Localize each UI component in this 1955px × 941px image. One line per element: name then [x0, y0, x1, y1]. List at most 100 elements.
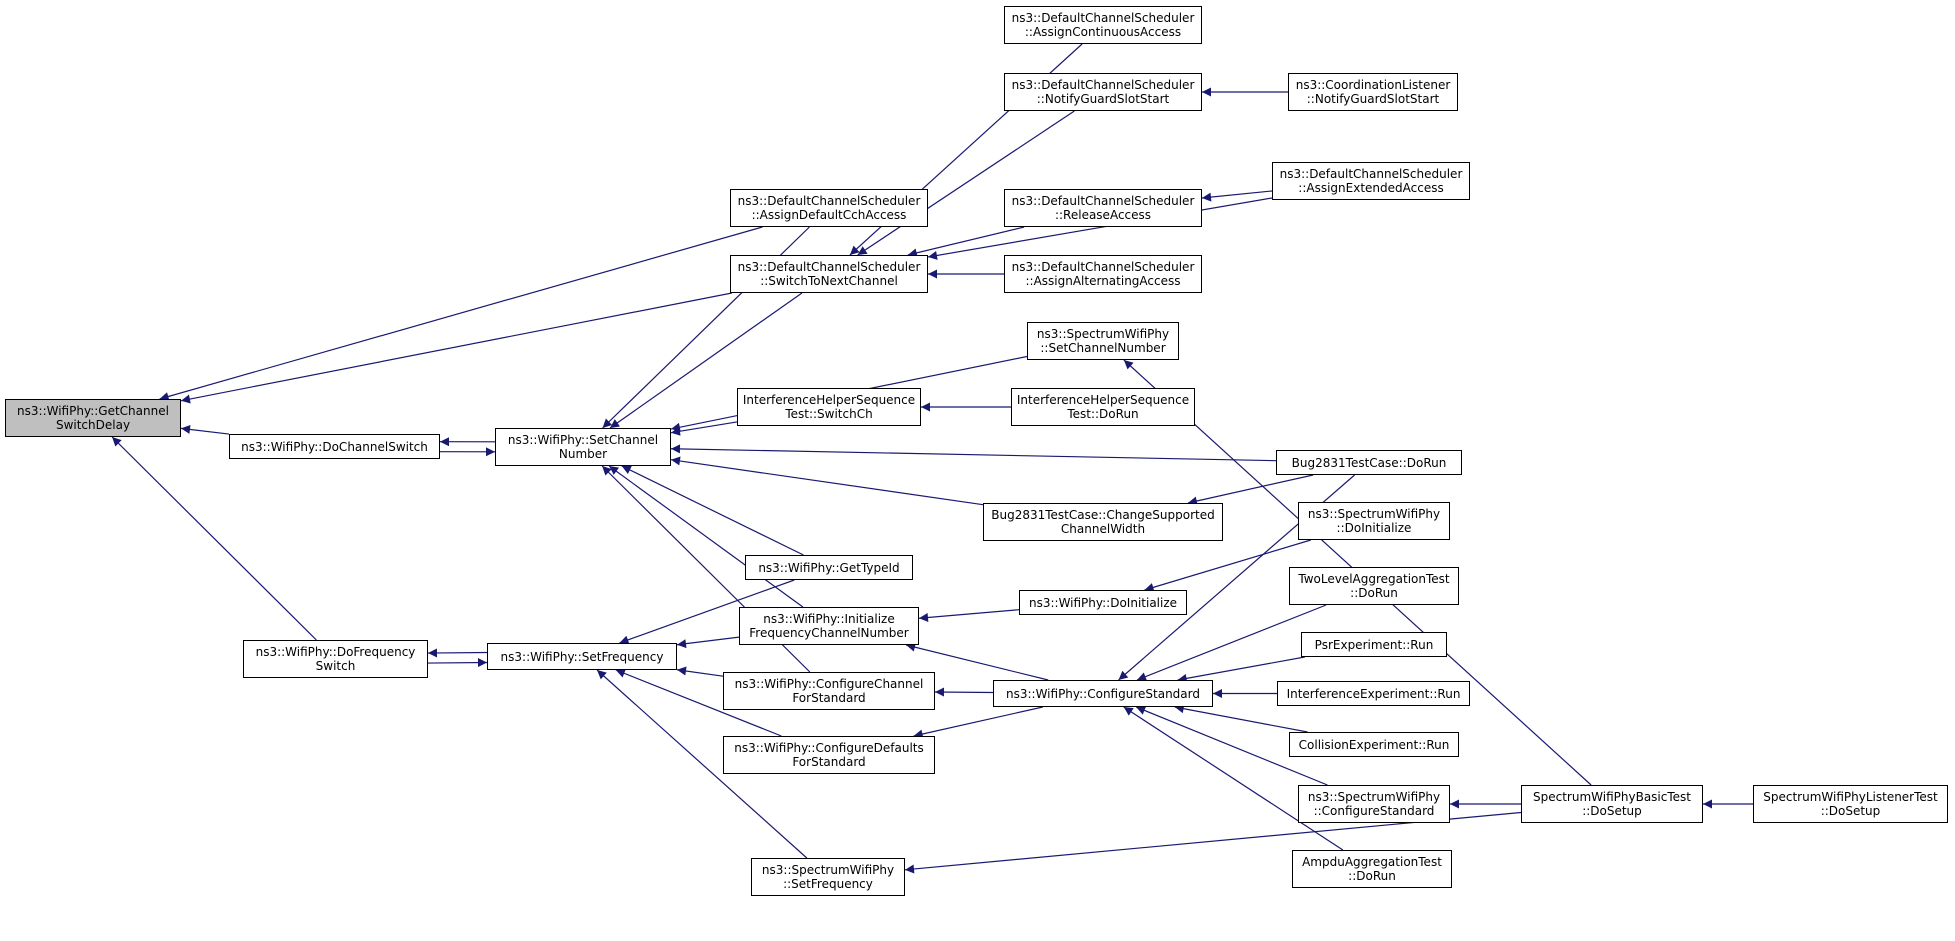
node-interferencedorun[interactable]: InterferenceHelperSequence Test::DoRun [1011, 388, 1195, 426]
node-label-line2: ChannelWidth [1060, 522, 1146, 536]
edge-switchtonextchannel-to-setchannelnumber [609, 292, 803, 429]
node-label-line2: ::SwitchToNextChannel [760, 274, 898, 288]
node-label-line2: ForStandard [792, 691, 866, 705]
node-label-line1: ns3::WifiPhy::ConfigureChannel [734, 677, 924, 691]
node-label-line1: InterferenceHelperSequence [742, 393, 916, 407]
node-wifidoinitialize[interactable]: ns3::WifiPhy::DoInitialize [1019, 590, 1187, 615]
edge-assigndefaultcchaccess-to-getchannelswitchdelay [159, 226, 763, 401]
node-assigndefaultcchaccess[interactable]: ns3::DefaultChannelScheduler ::AssignDef… [730, 189, 928, 227]
node-label-line1: SpectrumWifiPhyListenerTest [1763, 790, 1938, 804]
node-ampduagg[interactable]: AmpduAggregationTest ::DoRun [1292, 850, 1452, 888]
edge-assignextendedaccess-to-switchtonextchannel [927, 197, 1273, 260]
node-notifyguardslotstart[interactable]: ns3::DefaultChannelScheduler ::NotifyGua… [1004, 73, 1202, 111]
node-assigncontinuousaccess[interactable]: ns3::DefaultChannelScheduler ::AssignCon… [1004, 6, 1202, 44]
edge-wifidoinitialize-to-initializefreqchannel [918, 609, 1020, 622]
node-label-line1: ns3::SpectrumWifiPhy [761, 863, 895, 877]
node-interferenceswitchch[interactable]: InterferenceHelperSequence Test::SwitchC… [737, 388, 921, 426]
node-label-line2: ::DoSetup [1820, 804, 1881, 818]
node-label-line2: ::SetChannelNumber [1040, 341, 1166, 355]
node-label-line2: Test::DoRun [1067, 407, 1139, 421]
edge-initializefreqchannel-to-setchannelnumber [608, 465, 804, 608]
node-spectrumsetfrequency[interactable]: ns3::SpectrumWifiPhy ::SetFrequency [751, 858, 905, 896]
node-label-line1: ns3::SpectrumWifiPhy [1307, 790, 1441, 804]
node-label-line1: ns3::WifiPhy::ConfigureStandard [1006, 686, 1200, 701]
edge-configurestandard-to-configuredefaults [913, 706, 1043, 739]
node-label-line1: ns3::SpectrumWifiPhy [1307, 507, 1441, 521]
node-gettypeid[interactable]: ns3::WifiPhy::GetTypeId [745, 555, 913, 580]
edge-releaseaccess-to-switchtonextchannel [907, 226, 1025, 258]
node-assignalternatingaccess[interactable]: ns3::DefaultChannelScheduler ::AssignAlt… [1004, 255, 1202, 293]
edge-spectrumconfigurestandard-to-configurestandard [1135, 706, 1328, 786]
node-psrexperiment[interactable]: PsrExperiment::Run [1301, 632, 1447, 657]
edge-bug2831dorun-to-bug2831changewidth [1187, 474, 1314, 506]
edge-dochannelswitch-to-getchannelswitchdelay [180, 424, 230, 435]
node-assignextendedaccess[interactable]: ns3::DefaultChannelScheduler ::AssignExt… [1272, 162, 1470, 200]
node-spectrumlistenertest[interactable]: SpectrumWifiPhyListenerTest ::DoSetup [1753, 785, 1948, 823]
node-label-line2: ::NotifyGuardSlotStart [1036, 92, 1170, 106]
node-bug2831changewidth[interactable]: Bug2831TestCase::ChangeSupported Channel… [983, 503, 1223, 541]
node-label-line1: AmpduAggregationTest [1302, 855, 1442, 869]
node-spectrumsetchannelnumber[interactable]: ns3::SpectrumWifiPhy ::SetChannelNumber [1027, 322, 1179, 360]
edge-bug2831changewidth-to-setchannelnumber [670, 456, 984, 506]
node-configurestandard[interactable]: ns3::WifiPhy::ConfigureStandard [993, 680, 1213, 707]
node-label-line1: ns3::DefaultChannelScheduler [1011, 260, 1195, 274]
edge-initializefreqchannel-to-setfrequency [676, 636, 740, 649]
node-label-line2: ::ReleaseAccess [1054, 208, 1152, 222]
node-label-line2: Number [558, 447, 608, 461]
edge-dofrequencyswitch-to-setfrequency [427, 658, 488, 668]
node-label-line2: ::AssignAlternatingAccess [1025, 274, 1181, 288]
node-label-line1: ns3::WifiPhy::DoChannelSwitch [241, 439, 428, 454]
node-configurechannel[interactable]: ns3::WifiPhy::ConfigureChannel ForStanda… [723, 672, 935, 710]
edge-gettypeid-to-setchannelnumber [621, 465, 804, 556]
node-coordlistener[interactable]: ns3::CoordinationListener ::NotifyGuardS… [1288, 73, 1458, 111]
edge-notifyguardslotstart-to-switchtonextchannel [857, 110, 1075, 256]
node-setfrequency[interactable]: ns3::WifiPhy::SetFrequency [487, 643, 677, 670]
node-label-line1: InterferenceHelperSequence [1016, 393, 1190, 407]
node-label-line1: Bug2831TestCase::ChangeSupported [991, 508, 1215, 522]
node-label-line1: ns3::DefaultChannelScheduler [737, 194, 921, 208]
node-label-line1: ns3::WifiPhy::GetChannel [17, 404, 169, 418]
node-label-line1: ns3::WifiPhy::SetFrequency [500, 649, 664, 664]
node-twolevelagg[interactable]: TwoLevelAggregationTest ::DoRun [1289, 567, 1459, 605]
edge-configurestandard-to-initializefreqchannel [905, 642, 1049, 681]
node-label-line2: SwitchDelay [55, 418, 131, 432]
node-label-line1: InterferenceExperiment::Run [1286, 686, 1461, 701]
node-dochannelswitch[interactable]: ns3::WifiPhy::DoChannelSwitch [229, 434, 440, 459]
node-configuredefaults[interactable]: ns3::WifiPhy::ConfigureDefaults ForStand… [723, 736, 935, 774]
node-initializefreqchannel[interactable]: ns3::WifiPhy::Initialize FrequencyChanne… [739, 607, 919, 645]
node-spectrumbasictest[interactable]: SpectrumWifiPhyBasicTest ::DoSetup [1521, 785, 1703, 823]
node-bug2831dorun[interactable]: Bug2831TestCase::DoRun [1276, 450, 1462, 475]
node-dofrequencyswitch[interactable]: ns3::WifiPhy::DoFrequency Switch [243, 640, 428, 678]
node-spectruminitialize[interactable]: ns3::SpectrumWifiPhy ::DoInitialize [1298, 502, 1450, 540]
node-setchannelnumber[interactable]: ns3::WifiPhy::SetChannel Number [495, 428, 671, 466]
edge-configuredefaults-to-setfrequency [615, 669, 782, 737]
node-getchannelswitchdelay[interactable]: ns3::WifiPhy::GetChannel SwitchDelay [5, 399, 181, 437]
edge-assignextendedaccess-to-releaseaccess [1201, 190, 1273, 202]
node-label-line2: ::DoInitialize [1336, 521, 1412, 535]
edge-configurestandard-to-configurechannel [934, 687, 994, 697]
node-label-line1: ns3::DefaultChannelScheduler [1011, 194, 1195, 208]
node-label-line1: CollisionExperiment::Run [1298, 737, 1450, 752]
node-label-line1: PsrExperiment::Run [1314, 637, 1434, 652]
node-label-line1: ns3::DefaultChannelScheduler [1011, 11, 1195, 25]
node-label-line1: ns3::WifiPhy::SetChannel [507, 433, 659, 447]
edge-interferenceswitchch-to-setchannelnumber [670, 421, 738, 436]
node-label-line1: ns3::DefaultChannelScheduler [1279, 167, 1463, 181]
edge-ampduagg-to-configurestandard [1123, 706, 1344, 851]
node-releaseaccess[interactable]: ns3::DefaultChannelScheduler ::ReleaseAc… [1004, 189, 1202, 227]
node-label-line1: ns3::WifiPhy::DoFrequency [255, 645, 416, 659]
node-label-line2: ::DoRun [1350, 586, 1398, 600]
node-interferenceexperiment[interactable]: InterferenceExperiment::Run [1277, 681, 1470, 706]
node-label-line1: ns3::DefaultChannelScheduler [1011, 78, 1195, 92]
edge-configurechannel-to-setfrequency [676, 666, 724, 677]
node-label-line1: ns3::DefaultChannelScheduler [737, 260, 921, 274]
node-label-line2: ::NotifyGuardSlotStart [1306, 92, 1440, 106]
node-label-line2: ::DoSetup [1582, 804, 1642, 818]
node-spectrumconfigurestandard[interactable]: ns3::SpectrumWifiPhy ::ConfigureStandard [1298, 785, 1450, 823]
node-collisionexperiment[interactable]: CollisionExperiment::Run [1289, 732, 1459, 757]
edge-dofrequencyswitch-to-getchannelswitchdelay [111, 436, 317, 641]
node-label-line1: Bug2831TestCase::DoRun [1291, 455, 1447, 470]
node-switchtonextchannel[interactable]: ns3::DefaultChannelScheduler ::SwitchToN… [730, 255, 928, 293]
node-label-line2: Switch [315, 659, 356, 673]
